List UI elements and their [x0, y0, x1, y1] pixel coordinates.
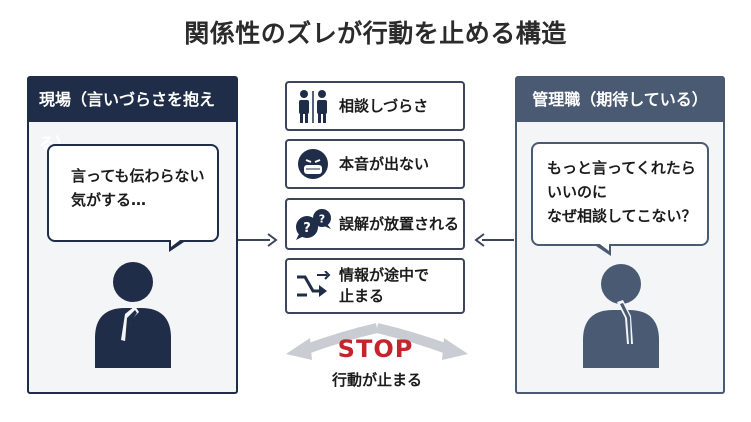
center-item-label: 誤解が放置される — [339, 214, 460, 233]
speech-question-icon: ? ? — [287, 207, 339, 241]
left-panel: 現場（言いづらさを抱える） 言っても伝わらない 気がする… — [27, 76, 238, 394]
right-bubble-line-2: いいのに — [547, 183, 608, 201]
stop-sign: STOP — [337, 335, 414, 363]
svg-text:?: ? — [319, 213, 325, 226]
thinking-person-icon — [583, 264, 659, 368]
right-speech-bubble: もっと言ってくれたら いいのに なぜ相談してこない？ — [531, 142, 709, 256]
right-arrow-icon — [238, 233, 278, 247]
split-arrow-icon — [287, 271, 339, 301]
center-item-consult-difficulty: 相談しづらさ — [285, 81, 465, 131]
right-bubble-line-1: もっと言ってくれたら — [547, 159, 696, 177]
masked-face-icon — [287, 148, 339, 180]
center-item-label: 本音が出ない — [339, 154, 430, 173]
center-item-info-stops: 情報が途中で 止まる — [285, 258, 465, 314]
left-bubble-line-1: 言っても伝わらない — [71, 167, 205, 185]
right-bubble-line-3: なぜ相談してこない？ — [547, 207, 697, 225]
center-item-no-true-feelings: 本音が出ない — [285, 139, 465, 189]
left-speech-bubble: 言っても伝わらない 気がする… — [47, 144, 219, 252]
center-item-label: 情報が途中で 止まる — [339, 265, 429, 307]
diverging-arrows-icon — [286, 323, 468, 360]
center-item-misunderstanding: ? ? 誤解が放置される — [285, 198, 465, 250]
people-icon — [287, 89, 339, 123]
stop-caption: 行動が止まる — [331, 371, 422, 389]
left-arrow-icon — [474, 233, 514, 247]
right-panel: 管理職（期待している） もっと言ってくれたら いいのに なぜ相談してこない？ — [515, 76, 725, 394]
center-item-label-line-2: 止まる — [339, 287, 385, 305]
svg-text:?: ? — [303, 221, 311, 236]
left-bubble-line-2: 気がする… — [71, 191, 147, 209]
left-panel-header: 現場（言いづらさを抱える） — [29, 78, 236, 153]
worried-person-icon — [95, 262, 171, 368]
bubble-tail — [169, 237, 187, 252]
center-item-label-line-1: 情報が途中で — [339, 266, 430, 284]
center-item-label: 相談しづらさ — [339, 96, 429, 115]
diagram-title: 関係性のズレが行動を止める構造 — [184, 19, 567, 48]
bubble-tail — [593, 241, 611, 256]
right-panel-header: 管理職（期待している） — [517, 78, 723, 122]
